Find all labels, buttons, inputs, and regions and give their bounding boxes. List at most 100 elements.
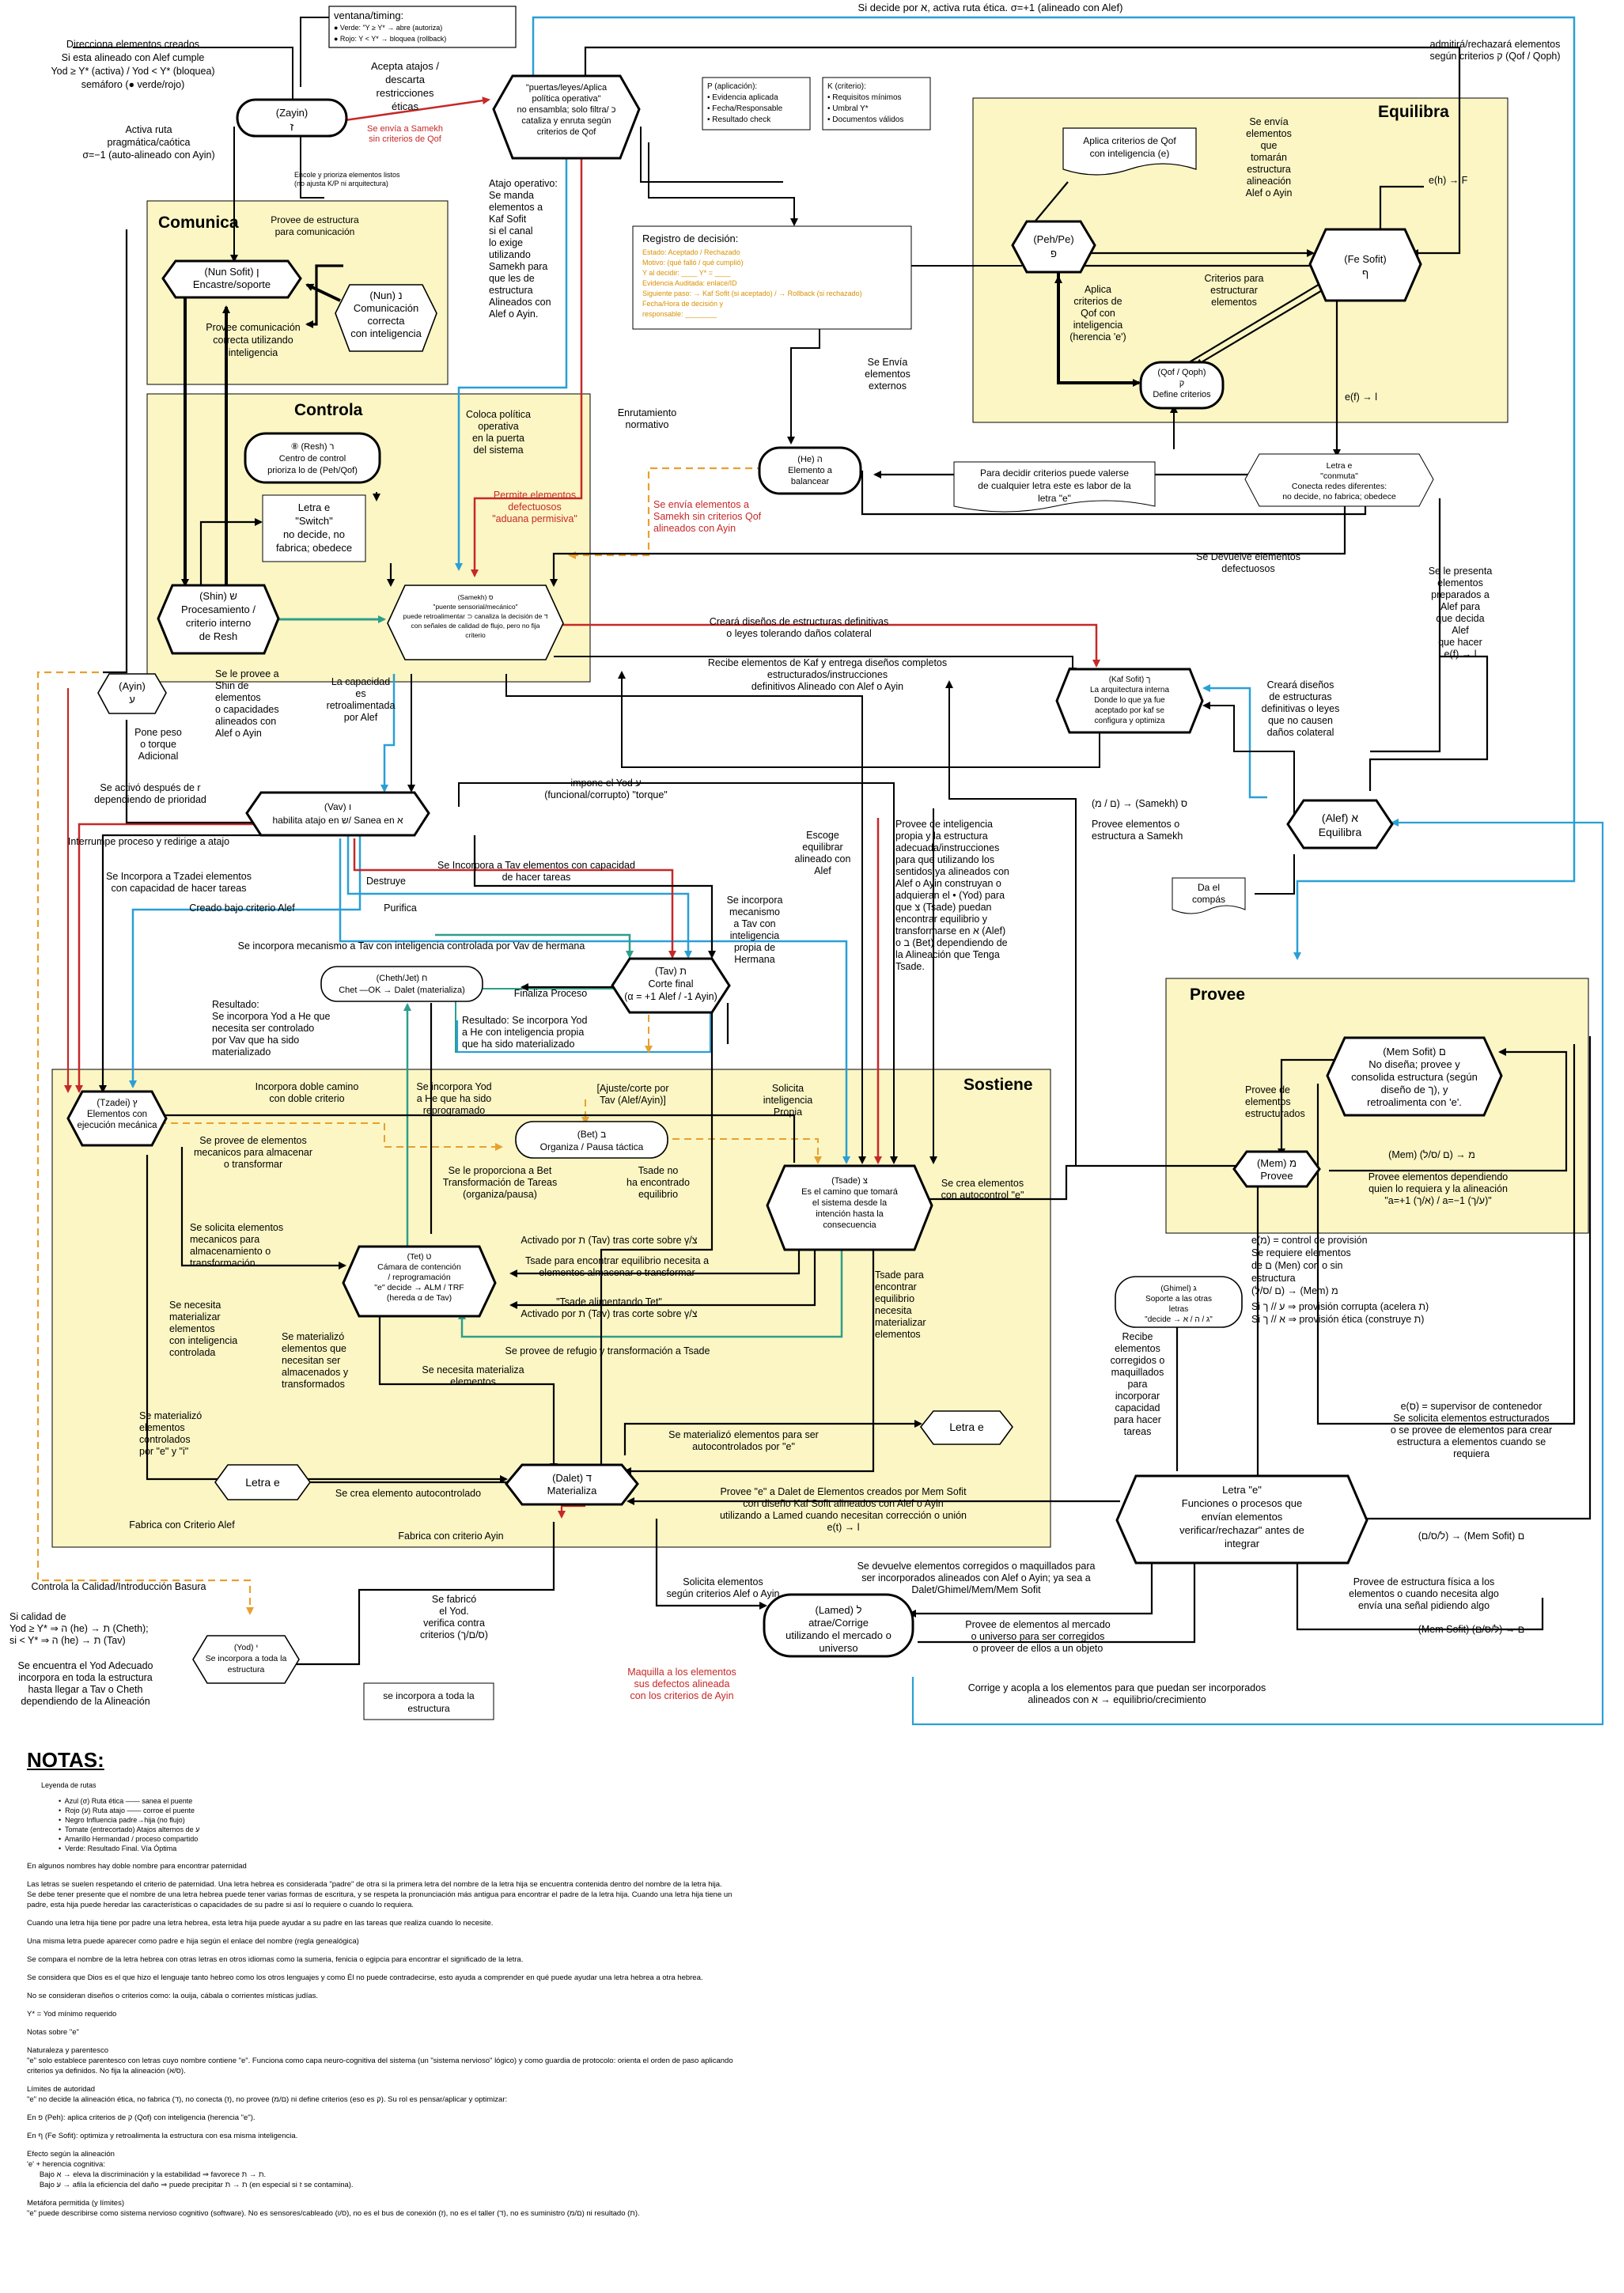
- label-pone-peso-line: o torque: [140, 739, 176, 750]
- label-devuelve-corregidos: Se devuelve elementos corregidos o maqui…: [857, 1561, 1096, 1595]
- label-acepta-atajos-line: Acepta atajos /: [371, 60, 439, 72]
- label-encole: Encole y prioriza elementos listos(no aj…: [294, 171, 400, 187]
- label-aplica-criterios-qof-line: Qof con: [1081, 308, 1115, 319]
- label-materializo-elementos-line: elementos que: [282, 1343, 346, 1354]
- label-creara-sin-danos-line: definitivas o leyes: [1262, 703, 1340, 714]
- edge-k-tzadei-tsade: [147, 1114, 796, 1163]
- label-acepta-atajos-line: éticas: [392, 100, 418, 112]
- node-kaf-sofit[interactable]: (Kaf Sofit) ךLa arquitectura internaDond…: [1055, 668, 1204, 734]
- label-coloca-politica-line: operativa: [478, 421, 518, 432]
- edge-blue-kaf-samekh: [455, 127, 568, 571]
- label-provee-inteligencia-line: para que utilizando los: [895, 854, 994, 865]
- node-letra-e-conmuta[interactable]: Letra e"conmuta"Conecta redes diferentes…: [1244, 453, 1434, 507]
- peh-lines-line: (Peh/Pe): [1033, 233, 1073, 245]
- label-impone-yod-line: impone el Yod ע: [570, 778, 641, 789]
- he-lines-line: Elemento a: [788, 466, 833, 475]
- edge-k-dalet-letrae: [623, 1420, 922, 1455]
- label-incorpora-tav-line: de hacer tareas: [502, 872, 571, 883]
- samekh-lines-line: "puente sensorial/mecánico": [433, 603, 517, 611]
- node-mem-sofit[interactable]: (Mem Sofit) םNo diseña; provee yconsolid…: [1326, 1036, 1503, 1117]
- label-escoge-equilibrar-line: Alef: [814, 865, 831, 876]
- edge-k-kaf-he: [640, 127, 783, 183]
- label-crea-autocontrolado: Se crea elemento autocontrolado: [335, 1488, 481, 1499]
- yod-lines-line: Se incorpora a toda la: [206, 1654, 287, 1663]
- node-letra-e-func[interactable]: Letra "e"Funciones o procesos queenvían …: [1115, 1474, 1368, 1565]
- edge-k-memsofit-func: [1316, 1044, 1576, 1425]
- label-e-control-line: Se requiere elementos: [1251, 1247, 1351, 1258]
- edge-red-samekh-kafsofit: [562, 623, 1100, 668]
- edge-red-kaf-samekh: [471, 138, 583, 577]
- node-samekh[interactable]: (Samekh) ס"puente sensorial/mecánico"pue…: [387, 585, 564, 660]
- label-incorpora-doble-line: con doble criterio: [269, 1093, 344, 1104]
- label-atajo-operativo-line: Se manda: [489, 190, 534, 201]
- note-paragraph: En algunos nombres hay doble nombre para…: [27, 1862, 247, 1871]
- label-materializo-auto: Se materializó elementos para serautocon…: [668, 1429, 819, 1452]
- label-materializo-e-line: elementos: [139, 1422, 185, 1433]
- label-solicita-mecanicos-line: mecanicos para: [190, 1234, 259, 1245]
- label-corrige-acopla: Corrige y acopla a los elementos para qu…: [968, 1682, 1266, 1705]
- label-creara-sin-danos-line: que no causen: [1268, 715, 1333, 726]
- mem-sofit-lines-line: consolida estructura (según: [1351, 1071, 1478, 1083]
- node-letra-e-left[interactable]: Letra e: [214, 1464, 311, 1500]
- node-zayin[interactable]: (Zayin) ז: [236, 98, 348, 138]
- label-provee-dependiendo-line: quien lo requiera y la alineación: [1368, 1183, 1508, 1194]
- label-recibe-kaf-line: Recibe elementos de Kaf y entrega diseño…: [708, 657, 947, 668]
- label-tsade-para-line: necesita: [875, 1305, 912, 1316]
- edge-k-fe-qof: [1194, 276, 1346, 367]
- label-supervisor-line: estructura a elementos cuando se: [1397, 1436, 1546, 1447]
- label-se-envia-externos-line: elementos: [865, 369, 910, 380]
- label-solicita-propia-line: Solicita: [772, 1083, 804, 1094]
- label-solicita-segun-line: según criterios Alef o Ayin: [667, 1588, 780, 1599]
- node-fe-sofit[interactable]: (Fe Sofit)ף: [1308, 228, 1422, 302]
- label-activa-ruta-line: σ=−1 (auto-alineado con Ayin): [82, 149, 214, 161]
- label-supervisor-line: Se solicita elementos estructurados: [1393, 1413, 1549, 1424]
- node-peh[interactable]: (Peh/Pe)פ: [1011, 220, 1096, 274]
- label-provee-inteligencia-line: adquieran el • (Yod) para: [895, 890, 1005, 901]
- node-ayin[interactable]: (Ayin)ע: [97, 673, 167, 714]
- label-resultado-yod-he-propia-line: Resultado: Se incorpora Yod: [462, 1015, 587, 1026]
- label-provee-mercado-line: o proveer de ellos a un objeto: [973, 1643, 1103, 1654]
- resh-lines-line: ⑧ (Resh) ר: [291, 442, 335, 452]
- label-provee-estructura-com-line: Provee de estructura: [271, 214, 359, 225]
- label-escoge-equilibrar-line: Escoge: [806, 830, 839, 841]
- label-resultado-yod-he-line: por Vav que ha sido: [212, 1035, 299, 1046]
- label-creara-colateral: Creará diseños de estructuras definitiva…: [710, 616, 889, 639]
- p-box-lines: P (aplicación):• Evidencia aplicada• Fec…: [707, 82, 783, 124]
- label-tsade-para-line: elementos: [875, 1329, 921, 1340]
- letra-e-func-lines-line: verificar/rechazar" antes de: [1179, 1524, 1304, 1536]
- edge-k-tzadei-tet: [180, 1147, 346, 1269]
- node-letra-e-mid[interactable]: Letra e: [919, 1410, 1014, 1445]
- cheth-lines-line: Chet —OK → Dalet (materializa): [339, 986, 465, 995]
